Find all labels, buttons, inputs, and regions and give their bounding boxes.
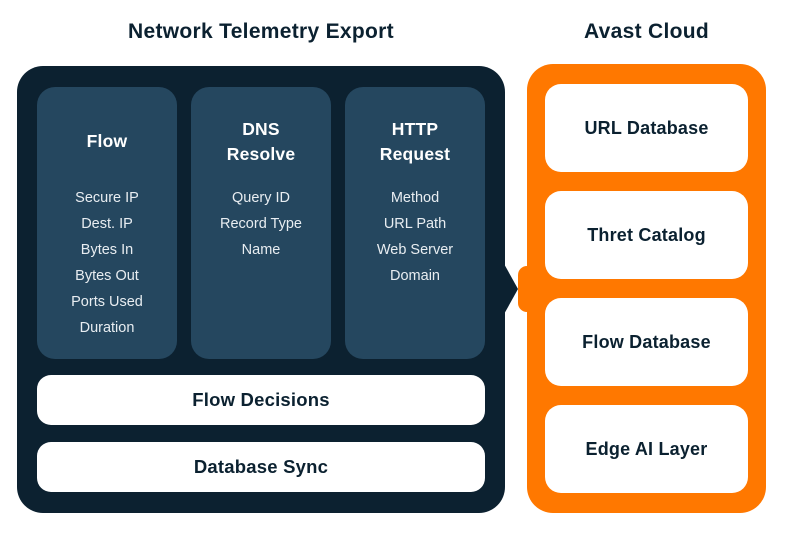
- column-http-request: HTTP Request Method URL Path Web Server …: [345, 87, 485, 359]
- edge-ai-layer-box: Edge AI Layer: [545, 405, 748, 493]
- column-dns-resolve: DNS Resolve Query ID Record Type Name: [191, 87, 331, 359]
- column-dns-items: Query ID Record Type Name: [199, 185, 323, 263]
- column-item: Duration: [79, 320, 135, 336]
- cloud-panel: URL Database Thret Catalog Flow Database…: [527, 64, 766, 513]
- column-item: Query ID: [231, 190, 290, 206]
- column-item: Web Server Domain: [376, 242, 454, 284]
- column-item: URL Path: [383, 216, 447, 232]
- thret-catalog-box: Thret Catalog: [545, 191, 748, 279]
- column-item: Method: [390, 190, 440, 206]
- column-flow-items: Secure IP Dest. IP Bytes In Bytes Out Po…: [45, 185, 169, 341]
- column-flow-heading: Flow: [86, 131, 128, 152]
- connector-arrow-icon: [503, 262, 518, 316]
- url-database-box: URL Database: [545, 84, 748, 172]
- column-item: Bytes Out: [75, 268, 139, 284]
- network-telemetry-title: Network Telemetry Export: [128, 20, 394, 43]
- flow-database-box: Flow Database: [545, 298, 748, 386]
- column-dns-heading: DNS Resolve: [226, 118, 296, 164]
- avast-cloud-title: Avast Cloud: [583, 20, 710, 43]
- telemetry-panel: Flow Secure IP Dest. IP Bytes In Bytes O…: [17, 66, 505, 513]
- database-sync-bar: Database Sync: [37, 442, 485, 492]
- column-http-heading: HTTP Request: [379, 118, 451, 164]
- column-item: Dest. IP: [81, 216, 133, 232]
- column-item: Bytes In: [80, 242, 134, 258]
- column-item: Record Type: [220, 216, 302, 232]
- flow-decisions-bar: Flow Decisions: [37, 375, 485, 425]
- column-item: Ports Used: [71, 294, 143, 310]
- column-http-items: Method URL Path Web Server Domain: [353, 185, 477, 289]
- column-item: Secure IP: [75, 190, 139, 206]
- column-flow: Flow Secure IP Dest. IP Bytes In Bytes O…: [37, 87, 177, 359]
- column-item: Name: [241, 242, 281, 258]
- telemetry-columns: Flow Secure IP Dest. IP Bytes In Bytes O…: [37, 87, 485, 359]
